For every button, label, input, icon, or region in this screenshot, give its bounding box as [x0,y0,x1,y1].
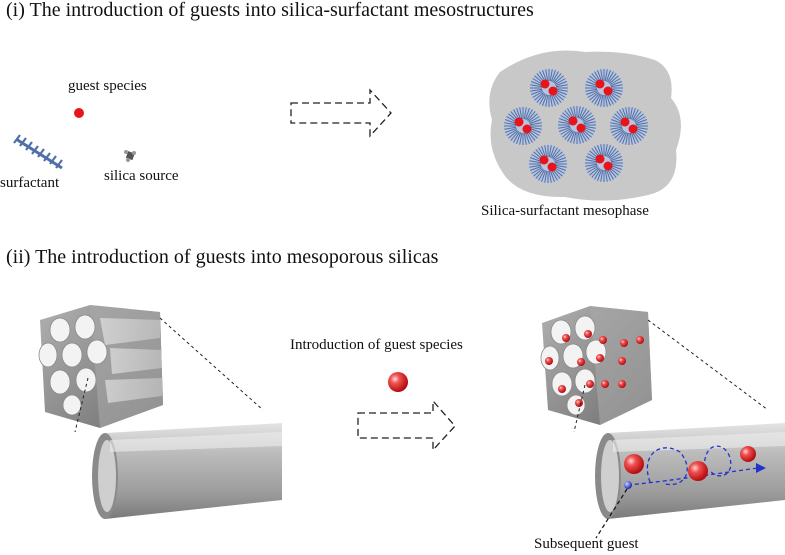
subsequent-guest-ball [624,481,632,489]
micelle [530,69,568,107]
surfactant-label: surfactant [0,175,60,191]
guest-ball-1 [624,454,644,474]
guest-species-label: guest species [68,78,147,94]
mesoporous-silica-block [38,305,163,428]
section-ii-title: (ii) The introduction of guests into mes… [6,246,439,268]
loaded-silica-block [540,306,652,425]
micelle-guest [603,161,613,171]
micelle-guest [628,124,638,134]
micelle [529,145,567,183]
pore-guests [545,330,644,407]
micelle-guest [603,86,613,96]
guest-species-dot [74,108,84,118]
micelle-guest [595,79,605,89]
micelle-guest [568,116,578,126]
surfactant-molecule [13,134,63,170]
micelle-guest [540,79,550,89]
guest-ball-2 [688,461,708,481]
micelle-guest [548,86,558,96]
guest-species-ball [388,372,408,392]
guest-diffusion-path [627,445,759,486]
zoom-line-top [159,317,264,411]
micelle [585,69,623,107]
arrow-ii [357,399,456,452]
pore-channel-tube-left [92,423,282,519]
subsequent-guest-label: Subsequent guest [534,536,639,552]
micelle-guest [514,117,524,127]
mesophase-label: Silica-surfactant mesophase [481,203,649,219]
micelle-guest [539,155,549,165]
zoom-line-bottom-right [573,384,586,433]
arrow-i [290,88,392,138]
micelle [504,107,542,145]
micelle-guest [522,124,532,134]
subsequent-guest-pointer [595,488,628,539]
pore-openings [38,314,108,416]
micelle-array [504,69,648,183]
section-i-title: (i) The introduction of guests into sili… [6,0,534,21]
micelle-guest [576,123,586,133]
micelle-guest [547,162,557,172]
pore-channel-tube-right [595,423,785,519]
micelle [610,107,648,145]
silica-source-molecule [124,150,136,162]
guest-ball-3 [740,446,756,462]
silica-source-label: silica source [104,168,179,184]
micelle [558,106,596,144]
introduction-label: Introduction of guest species [290,337,463,353]
zoom-line-top-right [647,319,769,411]
micelle-guest [620,117,630,127]
micelle [585,144,623,182]
micelle-guest [595,154,605,164]
